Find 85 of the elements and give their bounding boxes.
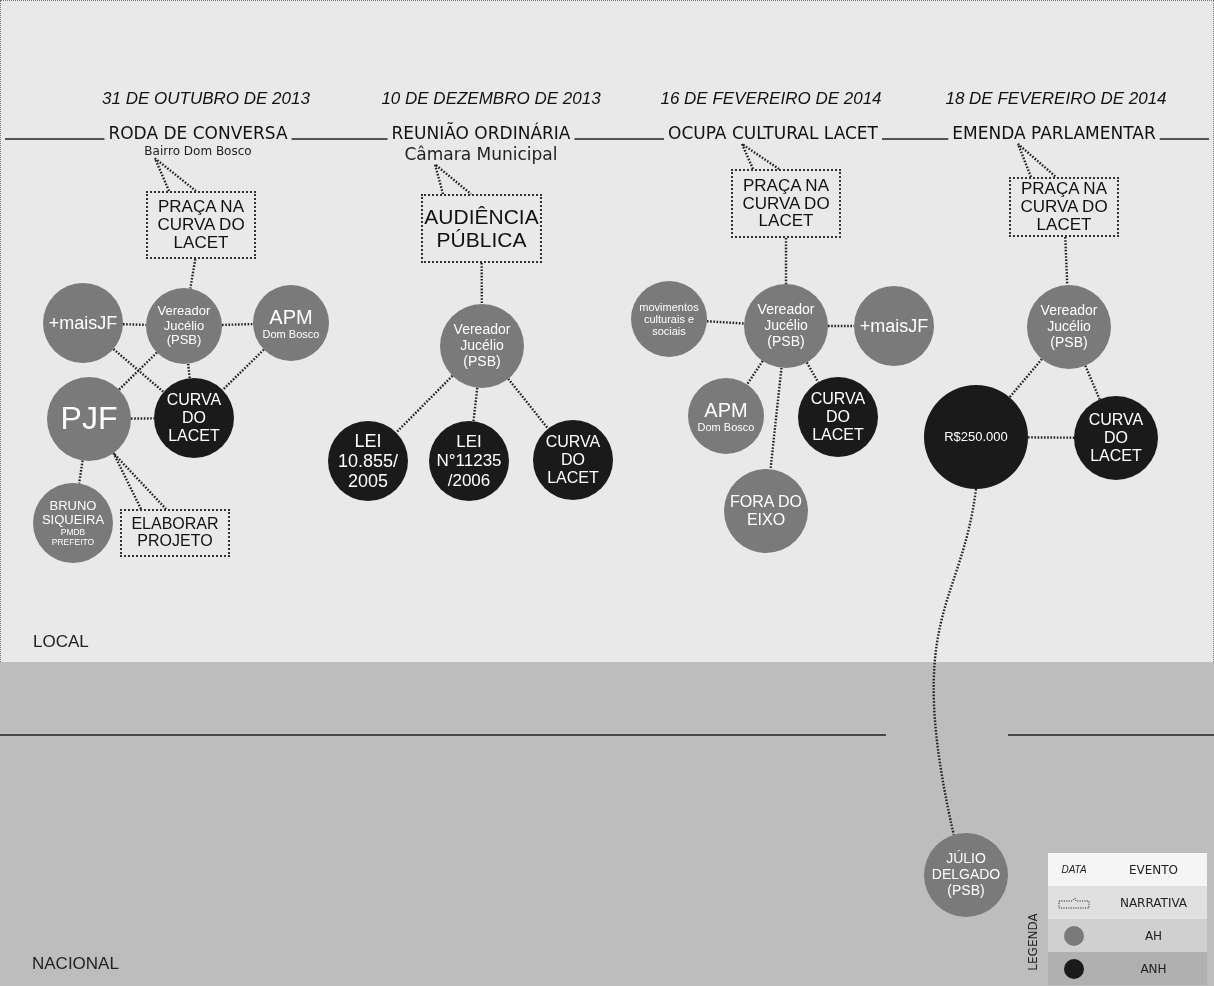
callout-tail <box>1016 142 1057 178</box>
event-title: RODA DE CONVERSA <box>107 122 289 144</box>
actor-name: LEI 10.855/ 2005 <box>336 430 400 492</box>
actor-name: Dom Bosco <box>261 328 321 341</box>
actor-name: CURVA DO LACET <box>809 390 867 444</box>
connector-line <box>186 363 191 379</box>
callout-tail <box>153 157 197 192</box>
actor-name: Vereador Jucélio (PSB) <box>452 322 512 370</box>
narrative-box <box>731 169 841 238</box>
actor-name: JÚLIO DELGADO (PSB) <box>930 851 1002 899</box>
event-date: 31 DE OUTUBRO DE 2013 <box>102 89 310 109</box>
connector-line <box>784 238 788 284</box>
legend-text: EVENTO <box>1127 862 1180 877</box>
timeline-line <box>4 138 106 140</box>
event-date: 18 DE FEVEREIRO DE 2014 <box>945 89 1167 109</box>
callout-tail <box>112 451 167 510</box>
actor-name: Vereador Jucélio (PSB) <box>756 302 816 350</box>
connector-line <box>472 387 479 422</box>
actor-name: FORA DO EIXO <box>729 493 803 529</box>
actor-name: movimentos culturais e sociais <box>638 300 700 338</box>
narrative-text: ELABORAR PROJETO <box>130 516 220 550</box>
legend-text: NARRATIVA <box>1118 895 1189 910</box>
legend-text: AH <box>1143 928 1164 943</box>
connector-line <box>221 348 265 391</box>
actor-name: PMDB PREFEITO <box>50 528 96 548</box>
narrative-box <box>421 194 542 263</box>
narrative-box <box>120 509 230 557</box>
timeline-line <box>1158 138 1210 140</box>
narrative-text: PRAÇA NA CURVA DO LACET <box>741 176 831 231</box>
event-title: OCUPA CULTURAL LACET <box>667 122 879 144</box>
connector-line <box>122 323 147 327</box>
connector-line <box>77 460 84 484</box>
band-label: LOCAL <box>33 632 89 652</box>
actor-name: Vereador Jucélio (PSB) <box>156 304 212 348</box>
actor-name: CURVA DO LACET <box>544 433 602 487</box>
connector-line <box>1064 236 1069 286</box>
actor-name: APM <box>703 398 749 422</box>
narrative-text: PRAÇA NA CURVA DO LACET <box>156 198 246 252</box>
event-date: 16 DE FEVEREIRO DE 2014 <box>660 89 882 109</box>
event-title: EMENDA PARLAMENTAR <box>951 122 1157 144</box>
actor-name: CURVA DO LACET <box>165 391 223 445</box>
narrative-box <box>1009 177 1119 237</box>
actor-name: +maisJF <box>47 312 119 334</box>
narrative-box <box>146 191 256 259</box>
event-subtitle: Câmara Municipal <box>404 144 558 165</box>
actor-name: LEI N°11235 /2006 <box>435 432 503 490</box>
connector-line <box>1084 365 1101 400</box>
connector-line <box>221 322 254 327</box>
connector-line <box>1008 358 1043 399</box>
actor-name: Dom Bosco <box>696 421 756 434</box>
narrative-text: PRAÇA NA CURVA DO LACET <box>1019 180 1109 234</box>
narrative-text: AUDIÊNCIA PÚBLICA <box>423 206 540 251</box>
actor-name: Vereador Jucélio (PSB) <box>1039 303 1099 351</box>
event-title: REUNIÃO ORDINÁRIA <box>390 122 572 144</box>
band-label: NACIONAL <box>32 954 119 974</box>
connector-line <box>189 258 197 289</box>
connector-line <box>112 348 165 393</box>
event-date: 10 DE DEZEMBRO DE 2013 <box>381 89 601 109</box>
local-band <box>0 0 1214 662</box>
connector-line <box>480 263 483 304</box>
event-subtitle: Bairro Dom Bosco <box>144 144 252 159</box>
actor-name: R$250.000 <box>943 429 1009 445</box>
timeline-line <box>290 138 389 140</box>
connector-line <box>507 378 549 430</box>
timeline-line <box>573 138 665 140</box>
connector-line <box>828 324 854 328</box>
actor-name: BRUNO SIQUEIRA <box>40 498 106 529</box>
connector-line <box>932 488 978 836</box>
legend-text: ANH <box>1139 961 1168 976</box>
connector-line <box>1028 436 1074 439</box>
actor-name: CURVA DO LACET <box>1087 411 1145 465</box>
legend-sample-text: DATA <box>1061 864 1087 875</box>
actor-name: PJF <box>59 401 119 437</box>
connector-line <box>118 351 158 391</box>
connector-line <box>131 417 154 420</box>
connector-line <box>769 367 783 470</box>
connector-line <box>706 320 745 325</box>
connector-line <box>746 360 764 386</box>
timeline-line <box>881 138 950 140</box>
connector-line <box>805 361 820 383</box>
connector-line <box>395 375 454 434</box>
national-band <box>0 662 1214 986</box>
actor-name: APM <box>268 305 314 329</box>
legend-title: LEGENDA <box>1025 913 1040 971</box>
actor-name: +maisJF <box>858 315 930 337</box>
